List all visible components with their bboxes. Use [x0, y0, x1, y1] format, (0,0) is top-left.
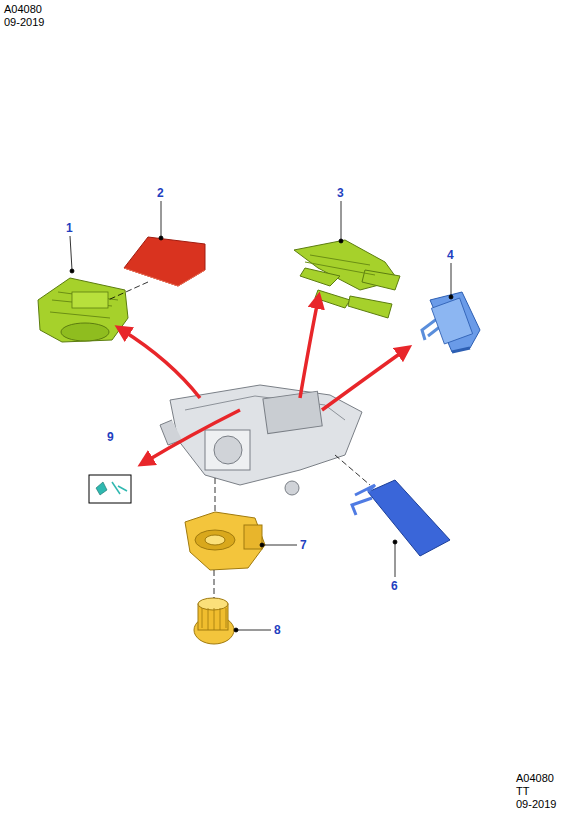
- callout-number: 8: [274, 624, 281, 636]
- blower-motor: [194, 598, 234, 644]
- callout-number: 6: [391, 580, 398, 592]
- heater-core: [422, 292, 480, 352]
- drawing-number: A04080: [4, 4, 42, 15]
- cover-part: [124, 237, 205, 286]
- callout-number: 9: [107, 431, 114, 443]
- upper-housing: [38, 278, 128, 342]
- evaporator: [352, 480, 450, 556]
- callout-number: 7: [300, 539, 307, 551]
- callout-number: 3: [337, 187, 344, 199]
- assembly-lines: [108, 282, 370, 598]
- drawing-date: 09-2019: [516, 799, 556, 810]
- fastener-kit: [89, 475, 131, 503]
- drawing-code: TT: [516, 786, 529, 797]
- red-arrows: [122, 300, 405, 462]
- callout-number: 1: [66, 222, 73, 234]
- drawing-number: A04080: [516, 773, 554, 784]
- leader-lines: [70, 201, 453, 632]
- blower-housing: [185, 512, 265, 570]
- callout-number: 4: [447, 249, 454, 261]
- flap-assembly: [294, 240, 400, 318]
- callout-number: 2: [157, 187, 164, 199]
- drawing-date: 09-2019: [4, 17, 44, 28]
